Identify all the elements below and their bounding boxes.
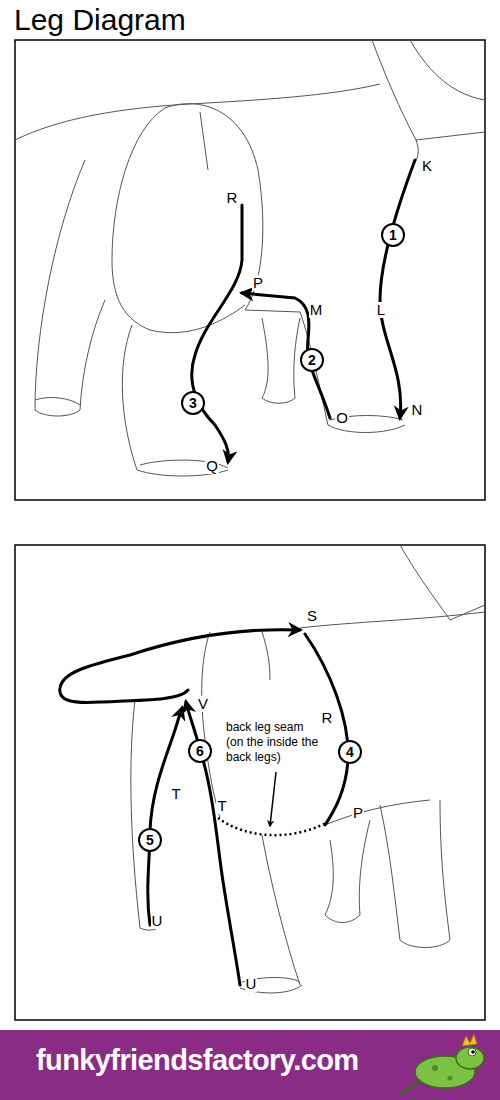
seam-line xyxy=(60,630,348,985)
point-letter: R xyxy=(226,190,239,206)
website-name: funkyfriendsfactory.com xyxy=(36,1044,358,1077)
dog-outline xyxy=(131,545,485,993)
frog-logo xyxy=(398,1034,484,1094)
point-letter: M xyxy=(309,302,324,318)
diagram-title: Leg Diagram xyxy=(14,3,186,37)
callout-number: 2 xyxy=(300,348,324,372)
footer-band xyxy=(0,1030,500,1100)
callout-number-text: 2 xyxy=(308,353,316,367)
panel-frame xyxy=(15,545,485,1020)
point-letter: Q xyxy=(205,458,219,474)
callout-number-text: 3 xyxy=(189,396,197,410)
callout-number: 4 xyxy=(338,740,362,764)
point-letter: P xyxy=(352,805,364,821)
point-letter: P xyxy=(252,275,264,291)
footer-band-text: funkyfriendsfactory.com xyxy=(0,1030,500,1100)
point-letter: O xyxy=(335,410,349,426)
callout-number-text: 5 xyxy=(146,833,154,847)
dotted-seam xyxy=(218,818,328,835)
callout-number: 1 xyxy=(381,223,405,247)
callout-number: 6 xyxy=(188,739,212,763)
point-letter: U xyxy=(151,913,164,929)
callout-number: 3 xyxy=(181,391,205,415)
point-letter: R xyxy=(321,710,334,726)
point-letter: U xyxy=(245,976,258,992)
point-letter: T xyxy=(216,798,227,814)
leader-line xyxy=(270,772,276,826)
callout-number-text: 4 xyxy=(346,745,354,759)
callout-number-text: 6 xyxy=(196,744,204,758)
point-letter: S xyxy=(306,608,318,624)
point-letter: L xyxy=(376,302,386,318)
callout-number: 5 xyxy=(138,828,162,852)
point-letter: N xyxy=(411,402,424,418)
panel-frame xyxy=(15,40,485,500)
point-letter: V xyxy=(197,696,209,712)
seam-line xyxy=(192,160,415,462)
dog-outline xyxy=(15,40,485,476)
callout-number-text: 1 xyxy=(389,228,397,242)
note-text: back leg seam (on the inside the back le… xyxy=(226,720,322,765)
point-letter: K xyxy=(421,158,433,174)
point-letter: T xyxy=(170,786,181,802)
